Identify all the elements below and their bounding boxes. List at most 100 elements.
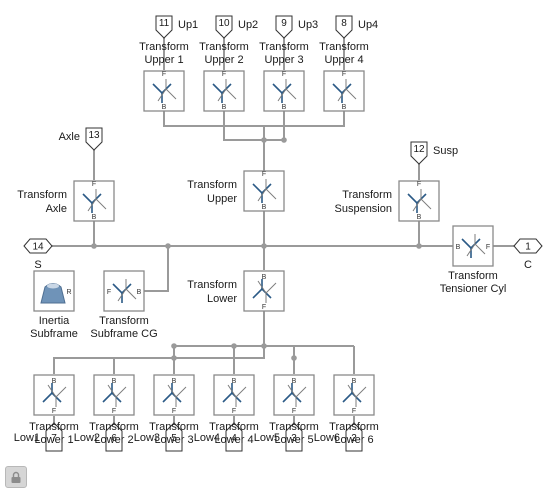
- block-title-line1: Transform: [187, 279, 237, 291]
- port-label: Up1: [178, 19, 198, 31]
- block-title-line2: Axle: [46, 203, 67, 215]
- frame-transform-icon: [252, 179, 277, 203]
- transform-upper-3-block[interactable]: F B Transform Upper 3: [259, 41, 309, 112]
- junction-dots: [91, 137, 422, 361]
- block-title-line2: Upper 3: [264, 54, 303, 66]
- port-number: 2: [351, 433, 357, 444]
- port-up2[interactable]: 10 Up2: [215, 15, 258, 39]
- port-label: Low2: [74, 432, 100, 444]
- block-title-line2: Upper 4: [324, 54, 363, 66]
- port-number: 4: [231, 433, 237, 444]
- frame-transform-icon: [407, 189, 432, 213]
- inertia-subframe-block[interactable]: R Inertia Subframe: [30, 270, 78, 340]
- port-f-label: F: [52, 408, 56, 415]
- port-label: Susp: [433, 145, 458, 157]
- port-b-label: B: [352, 378, 357, 385]
- port-number: 3: [291, 433, 297, 444]
- port-up3[interactable]: 9 Up3: [275, 15, 318, 39]
- port-b-label: B: [417, 214, 422, 221]
- port-f-label: F: [486, 244, 490, 251]
- port-up4[interactable]: 8 Up4: [335, 15, 378, 39]
- port-f-label: F: [222, 71, 226, 78]
- port-label: Up4: [358, 19, 378, 31]
- transform-tensioner-cyl-block[interactable]: B F Transform Tensioner Cyl: [440, 225, 507, 295]
- transform-lower-5-block[interactable]: B F Transform Lower 5: [269, 374, 319, 446]
- port-susp[interactable]: 12 Susp: [410, 141, 458, 165]
- port-number: 7: [51, 433, 57, 444]
- port-low6[interactable]: 2 Low6: [314, 422, 363, 452]
- transform-lower-4-block[interactable]: B F Transform Lower 4: [209, 374, 259, 446]
- port-label: C: [524, 259, 532, 271]
- port-number: 11: [159, 18, 170, 29]
- block-title-line2: Upper: [207, 193, 237, 205]
- transform-upper-1-block[interactable]: F B Transform Upper 1: [139, 41, 189, 112]
- port-low3[interactable]: 5 Low3: [134, 422, 183, 452]
- port-f-label: F: [262, 304, 266, 311]
- port-b-label: B: [262, 204, 267, 211]
- port-axle[interactable]: 13 Axle: [59, 127, 103, 151]
- port-f-label: F: [292, 408, 296, 415]
- block-title-line2: Lower 4: [214, 434, 253, 446]
- port-low2[interactable]: 6 Low2: [74, 422, 123, 452]
- block-title-line2: Tensioner Cyl: [440, 283, 507, 295]
- block-title-line1: Transform: [448, 270, 498, 282]
- port-f-label: F: [282, 71, 286, 78]
- port-number: 14: [32, 242, 44, 253]
- port-up1[interactable]: 11 Up1: [155, 15, 198, 39]
- block-title-line2: Upper 2: [204, 54, 243, 66]
- block-title-line2: Lower 5: [274, 434, 313, 446]
- transform-upper-block[interactable]: F B Transform Upper: [187, 170, 285, 212]
- frame-transform-icon: [162, 383, 187, 407]
- port-b-label: B: [112, 378, 117, 385]
- transform-lower-block[interactable]: B F Transform Lower: [187, 270, 285, 312]
- port-b-label: B: [232, 378, 237, 385]
- block-title-line2: Subframe CG: [90, 328, 157, 340]
- port-low4[interactable]: 4 Low4: [194, 422, 243, 452]
- port-low5[interactable]: 3 Low5: [254, 422, 303, 452]
- frame-transform-icon: [461, 234, 486, 258]
- port-f-label: F: [162, 71, 166, 78]
- port-label: Low5: [254, 432, 280, 444]
- port-b-label: B: [262, 274, 267, 281]
- port-label: Low6: [314, 432, 340, 444]
- port-number: 13: [88, 130, 100, 141]
- block-title-line2: Lower 2: [94, 434, 133, 446]
- frame-transform-icon: [272, 79, 297, 103]
- port-f-label: F: [107, 289, 111, 296]
- port-label: S: [34, 259, 41, 271]
- transform-upper-4-block[interactable]: F B Transform Upper 4: [319, 41, 369, 112]
- block-title-line1: Inertia: [39, 315, 70, 327]
- transform-lower-1-block[interactable]: B F Transform Lower 1: [29, 374, 79, 446]
- port-b-label: B: [92, 214, 97, 221]
- transform-subframe-cg-block[interactable]: F B Transform Subframe CG: [90, 270, 158, 340]
- block-title-line2: Lower 1: [34, 434, 73, 446]
- block-title-line2: Suspension: [335, 203, 393, 215]
- transform-lower-6-block[interactable]: B F Transform Lower 6: [329, 374, 379, 446]
- frame-transform-icon: [282, 383, 307, 407]
- port-label: Low4: [194, 432, 220, 444]
- transform-lower-2-block[interactable]: B F Transform Lower 2: [89, 374, 139, 446]
- port-c[interactable]: 1 C: [513, 238, 543, 271]
- transform-lower-3-block[interactable]: B F Transform Lower 3: [149, 374, 199, 446]
- port-b-label: B: [172, 378, 177, 385]
- port-low1[interactable]: 7 Low1: [14, 422, 63, 452]
- port-s[interactable]: 14 S: [23, 238, 53, 271]
- port-b-label: B: [222, 104, 227, 111]
- block-title-line1: Transform: [89, 421, 139, 433]
- transform-suspension-block[interactable]: F B Transform Suspension: [335, 180, 440, 222]
- block-title-line1: Transform: [139, 41, 189, 53]
- port-b-label: B: [137, 289, 142, 296]
- frame-transform-icon: [342, 383, 367, 407]
- port-number: 10: [218, 18, 230, 29]
- block-title-line1: Transform: [99, 315, 149, 327]
- transform-upper-2-block[interactable]: F B Transform Upper 2: [199, 41, 249, 112]
- transform-axle-block[interactable]: F B Transform Axle: [17, 180, 115, 222]
- inertia-icon: [40, 283, 66, 304]
- port-b-label: B: [282, 104, 287, 111]
- block-title-line2: Lower 3: [154, 434, 193, 446]
- block-title-line2: Upper 1: [144, 54, 183, 66]
- lock-icon[interactable]: [5, 466, 27, 488]
- port-label: Low3: [134, 432, 160, 444]
- port-b-label: B: [162, 104, 167, 111]
